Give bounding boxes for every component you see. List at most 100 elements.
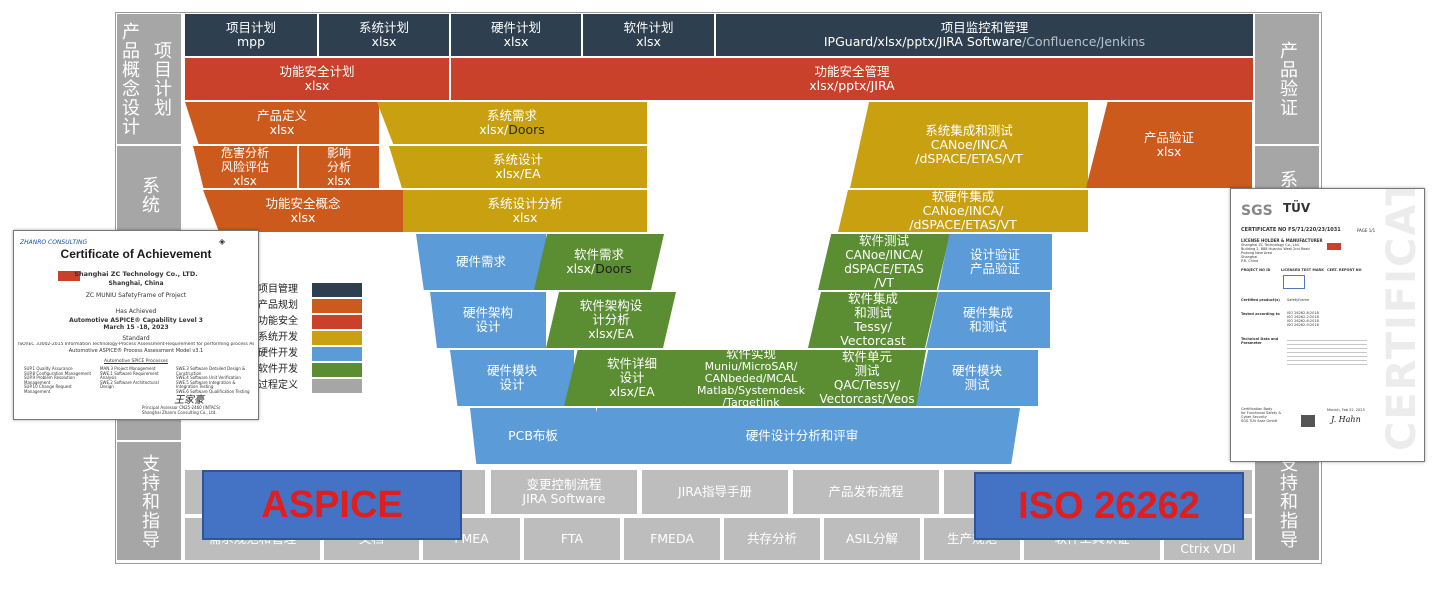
fs-management-box: 功能安全管理 xlsx/pptx/JIRA [451,58,1253,100]
cert-standard: Standard [122,335,150,342]
cert-signer: Principal Assessor CN25-2460 (INTACS) [142,405,221,410]
legend-label-hardware-dev: 硬件开发 [258,348,298,359]
project-monitor-tools-dim: /Confluence/Jenkins [1021,34,1146,49]
cert-process-8: SWE.3 Software Detailed Design & Constru… [176,366,246,376]
fs-management-sub: xlsx/pptx/JIRA [809,78,895,93]
cert-process-3: SUP.9 Problem Resolution Management [24,375,75,385]
cert-std-line1: ISO/IEC 33002-2015 Information Technolog… [18,342,254,347]
cert-process-col1: SUP.1 Quality Assurance SUP.8 Configurat… [24,366,94,394]
system-integration-sub: CANoe/INCA /dSPACE/ETAS/VT [915,137,1023,166]
cert-address: Shanghai ZC Technology Co., Ltd. Buildin… [1241,243,1310,263]
cert-signature: 王家豪 [174,395,204,406]
support-label-left: 支持和指导 [139,453,160,549]
cert-project: ZC MUNIU SafetyFrame of Project [85,292,187,299]
project-monitor-box: 项目监控和管理 IPGuard/xlsx/pptx/JIRA Software/… [716,14,1253,56]
fs-plan-title: 功能安全计划 [279,64,355,79]
cert-brand-seal: ◈ [219,237,226,246]
software-requirement-doors: Doors [595,261,632,276]
cert-process-col3: SWE.3 Software Detailed Design & Constru… [176,366,256,394]
system-design-analysis-sub: xlsx [512,210,538,225]
hardware-design-analysis-title: 硬件设计分析和评审 [745,428,859,443]
cert-page: PAGE 1/1 [1357,228,1376,233]
system-design-sub: xlsx/EA [495,166,541,181]
cert-signer-org: Shanghai Zhanro Consulting Co., Ltd. [142,410,217,415]
cert-watermark: CERTIFICATE [1379,188,1425,451]
system-requirement-doors: Doors [508,122,545,137]
cert-process-11: SWE.6 Software Qualification Testing [176,388,250,394]
cert-standards: ISO 26262-8:2018 ISO 26262-2:2018 ISO 26… [1287,311,1319,327]
cert-tested-label: Tested according to [1241,312,1280,316]
impact-analysis-sub: xlsx [327,174,351,188]
asil-decomposition-label: ASIL分解 [845,531,899,546]
project-monitor-tools: IPGuard/xlsx/pptx/JIRA Software [823,34,1022,49]
cert-date: March 15 -18, 2023 [103,324,169,331]
pcb-layout-title: PCB布板 [508,428,558,443]
hardware-plan-sub: xlsx [503,34,529,49]
hardware-design-analysis-box: 硬件设计分析和评审 [584,408,1020,464]
system-design-analysis-title: 系统设计分析 [487,196,563,211]
cert-process-9: SWE.4 Software Unit Verification [176,375,241,380]
legend-label-project-management: 项目管理 [258,284,298,295]
cert-process-list: SUP.1 Quality Assurance SUP.8 Configurat… [24,366,256,394]
legend-color-7 [312,379,362,393]
legend-color-4 [312,331,362,345]
cert-tech-label: Technical Data and Parameter [1241,337,1279,345]
fs-plan-sub: xlsx [304,78,330,93]
software-implementation-box: 软件实现 Muniu/MicroSAR/ CANbeded/MCAL Matla… [684,347,818,409]
software-unit-test-title: 软件单元 测试 [841,349,892,378]
cert-company-logo [58,271,80,281]
product-verification-title: 产品验证 [1143,130,1194,145]
software-detail-design-title: 软件详细 设计 [606,356,657,385]
legend-label-software-dev: 软件开发 [258,364,298,375]
cert-title: Certificate of Achievement [60,247,212,261]
cert-process-6: SWE.1 Software Requirement Analysis [100,370,159,380]
coexistence-analysis-box: 共存分析 [724,518,820,560]
software-test-title: 软件测试 [858,233,909,248]
hardware-integration-test-box: 硬件集成 和测试 [926,292,1050,348]
software-test-box: 软件测试 CANoe/INCA/ dSPACE/ETAS /VT [818,234,950,290]
software-architecture-box: 软件架构设 计分析 xlsx/EA [546,292,676,348]
system-plan-title: 系统计划 [358,20,409,35]
hardware-module-test-title: 硬件模块 测试 [951,363,1002,392]
left-column-plan: 项目计划 [141,14,181,144]
product-definition-title: 产品定义 [256,108,307,123]
legend-label-product-planning: 产品规划 [258,300,298,311]
design-verification-box: 设计验证 产品验证 [938,234,1052,290]
hardware-plan-title: 硬件计划 [490,20,541,35]
cert-tuv-seal [1301,415,1315,427]
fmeda-label: FMEDA [650,531,694,546]
cert-number: CERTIFICATE NO FS/71/220/23/1031 [1241,227,1341,233]
legend-label-functional-safety: 功能安全 [258,316,298,327]
cert-body-lines [1287,337,1367,367]
jira-guide-box: JIRA指导手册 [642,470,788,514]
system-requirement-box: 系统需求 xlsx/Doors [377,102,647,144]
product-definition-sub: xlsx [269,122,295,137]
cert-process-10: SWE.5 Software Integration & Integration… [176,379,236,389]
hwsw-integration-box: 软硬件集成 CANoe/INCA/ /dSPACE/ETAS/VT [838,190,1088,232]
software-requirement-xlsx: xlsx/ [566,261,596,276]
legend-labels: 项目管理 产品规划 功能安全 系统开发 硬件开发 软件开发 过程定义 [258,283,312,395]
fs-plan-box: 功能安全计划 xlsx [185,58,449,100]
aspice-overlay-text: ASPICE [261,483,403,526]
cert-has: Has Achieved [115,308,157,315]
fmea-label: FMEA [454,531,489,546]
cert-holder-label: LICENSE HOLDER & MANUFACTURER [1241,238,1323,243]
fmeda-box: FMEDA [624,518,720,560]
legend-color-1 [312,283,362,297]
fta-box: FTA [524,518,620,560]
legend-color-6 [312,363,362,377]
product-verification-box: 产品验证 xlsx [1086,102,1252,188]
project-monitor-sub: IPGuard/xlsx/pptx/JIRA Software/Confluen… [824,35,1145,49]
cert-brand: ZHANRO CONSULTING [20,239,88,246]
software-requirement-box: 软件需求 xlsx/Doors [534,234,664,290]
citrix-vdi-label: Ctrix VDI [1180,541,1236,556]
legend-color-2 [312,299,362,313]
cert-test-mark-logo [1283,275,1305,289]
cert-process-7: SWE.2 Software Architectural Design [100,379,159,389]
product-definition-box: 产品定义 xlsx [185,102,379,144]
cert-tuv-logo: TÜV [1283,201,1311,215]
cert-std-line2: Automotive ASPICE® Process Assessment Mo… [68,348,204,354]
hardware-plan-box: 硬件计划 xlsx [451,14,581,56]
support-label-right: 支持和指导 [1277,453,1298,549]
left-column-concept: 产品概念设计 [117,14,141,144]
